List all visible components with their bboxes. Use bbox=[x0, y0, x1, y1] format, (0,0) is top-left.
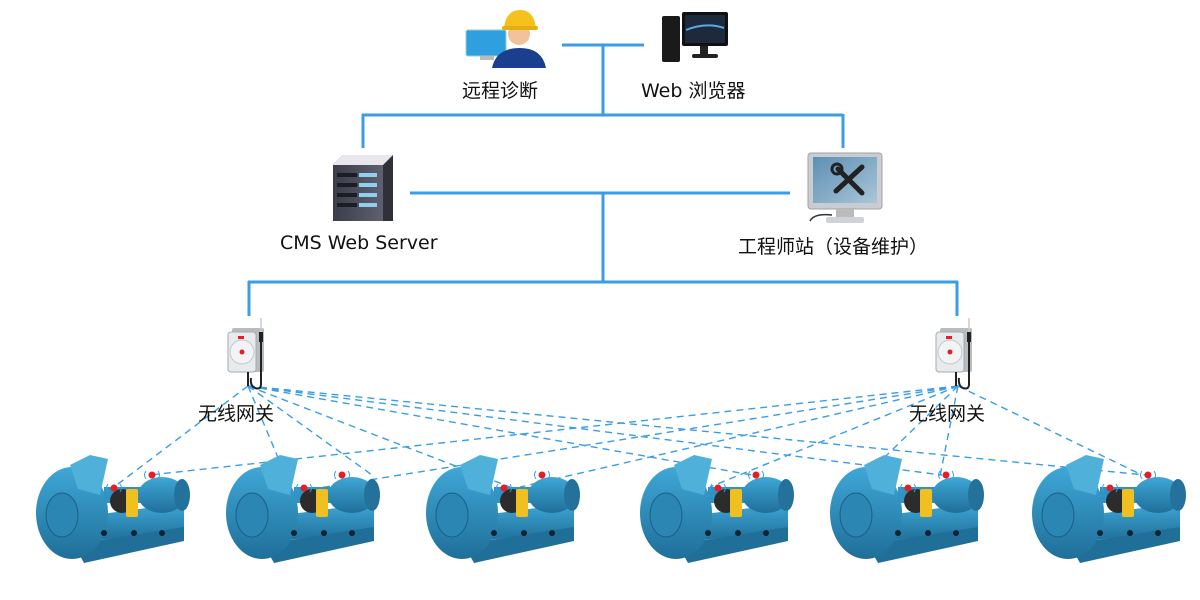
wireless-link bbox=[957, 385, 1141, 475]
vibration-sensor-icon bbox=[942, 471, 950, 479]
fan-icon bbox=[1032, 455, 1186, 563]
gateway-1-label: 无线网关 bbox=[198, 403, 275, 425]
vibration-sensor-icon bbox=[338, 471, 346, 479]
fan-icon bbox=[36, 455, 190, 563]
remote-diagnosis-label: 远程诊断 bbox=[462, 80, 539, 102]
wireless-link bbox=[247, 385, 373, 476]
vibration-sensor-icon bbox=[110, 484, 118, 492]
vibration-sensor-icon bbox=[904, 484, 912, 492]
fan-row bbox=[36, 455, 1186, 563]
vibration-sensor-icon bbox=[1106, 484, 1114, 492]
vibration-sensor-icon bbox=[500, 484, 508, 492]
wireless-links bbox=[113, 385, 1146, 492]
vibration-sensor-icon bbox=[714, 484, 722, 492]
wireless-link bbox=[113, 385, 249, 488]
wireless-link bbox=[247, 385, 293, 492]
fan-icon bbox=[640, 455, 794, 563]
wireless-link bbox=[247, 385, 753, 476]
wireless-link bbox=[709, 385, 959, 488]
vibration-sensor-icon bbox=[752, 471, 760, 479]
wireless-link bbox=[519, 385, 959, 488]
engineer-station-label: 工程师站（设备维护） bbox=[738, 236, 929, 258]
vibration-sensor-icon bbox=[538, 471, 546, 479]
wireless-link bbox=[247, 385, 1146, 476]
web-browser-label: Web 浏览器 bbox=[641, 80, 746, 102]
wireless-gateway-icon bbox=[227, 318, 264, 390]
vibration-sensor-icon bbox=[300, 484, 308, 492]
fan-icon bbox=[226, 455, 380, 563]
server-icon bbox=[333, 155, 393, 221]
vibration-sensor-icon bbox=[1144, 471, 1152, 479]
wired-links bbox=[247, 43, 959, 316]
wireless-link bbox=[299, 385, 959, 492]
wireless-link bbox=[247, 385, 943, 476]
maintenance-monitor-icon bbox=[807, 152, 883, 223]
vibration-sensor-icon bbox=[148, 471, 156, 479]
gateway-2-label: 无线网关 bbox=[909, 403, 986, 425]
fan-icon bbox=[830, 455, 984, 563]
tools-icon bbox=[830, 162, 865, 196]
cms-web-server-label: CMS Web Server bbox=[280, 232, 438, 254]
wireless-gateway-icon bbox=[935, 318, 972, 390]
fan-icon bbox=[426, 455, 580, 563]
engineer-icon bbox=[465, 10, 546, 68]
wireless-link bbox=[939, 385, 959, 477]
desktop-computer-icon bbox=[662, 12, 728, 62]
